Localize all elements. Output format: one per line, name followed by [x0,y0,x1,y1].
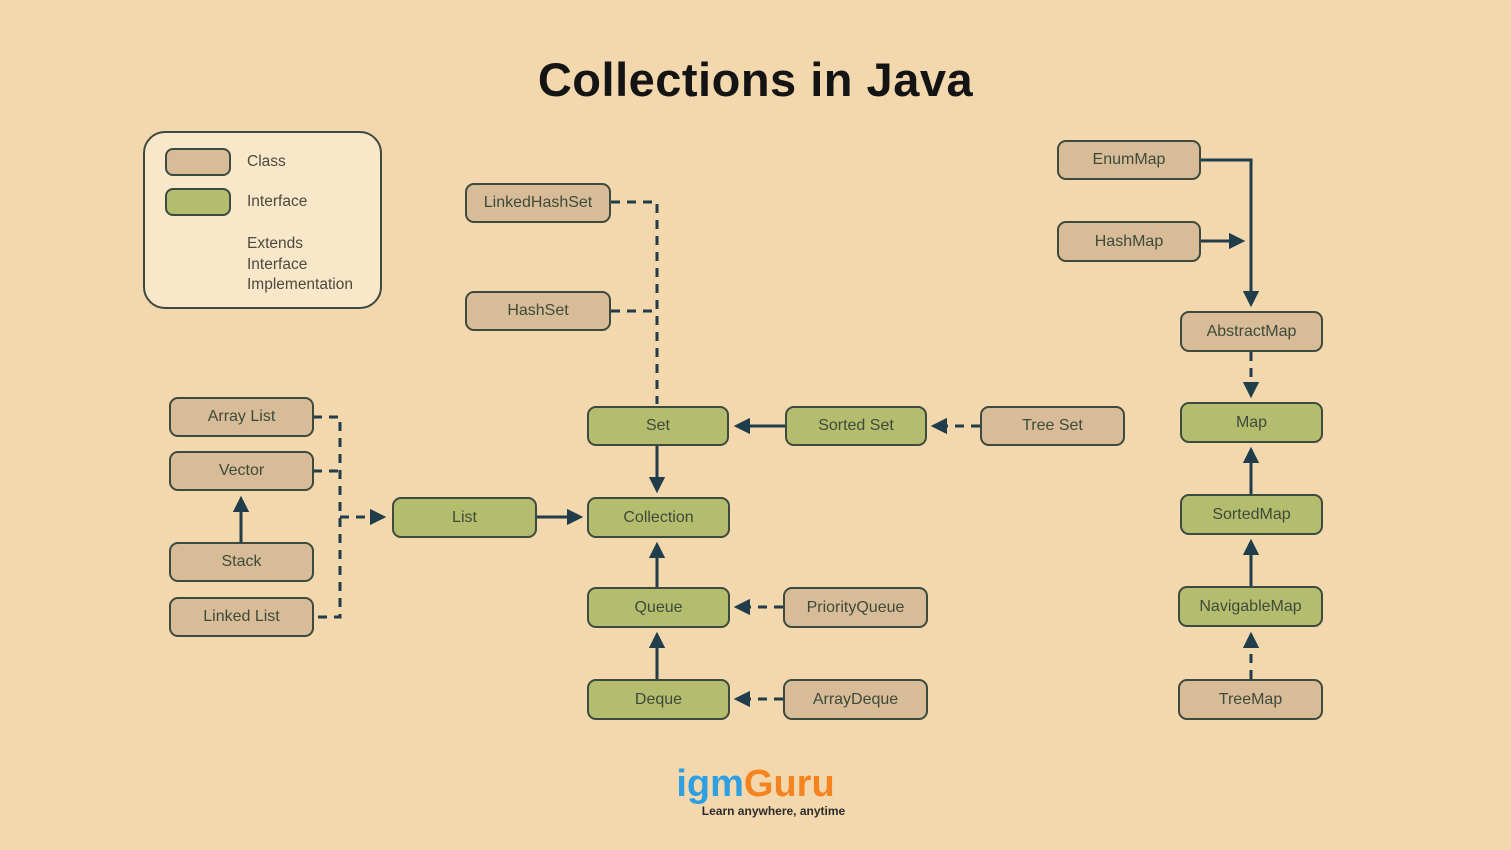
legend-implementation-label: Interface Implementation [247,256,353,294]
node-linkedlist: Linked List [169,597,314,637]
node-navigablemap: NavigableMap [1178,586,1323,627]
logo-tagline: Learn anywhere, anytime [701,804,846,818]
node-linkedhashset: LinkedHashSet [465,183,611,223]
legend-interface-swatch [165,188,231,216]
node-treeset: Tree Set [980,406,1125,446]
node-treemap: TreeMap [1178,679,1323,720]
dashed-linkedhashset-hashset-to-set [611,200,659,404]
node-arraylist: Array List [169,397,314,437]
legend-implementation-arrow-space [165,260,231,290]
legend-class-swatch [165,148,231,176]
node-collection: Collection [587,497,730,538]
node-hashset: HashSet [465,291,611,331]
node-map: Map [1180,402,1323,443]
node-set: Set [587,406,729,446]
node-arraydeque: ArrayDeque [783,679,928,720]
page-title: Collections in Java [537,53,974,106]
node-priorityqueue: PriorityQueue [783,587,928,628]
logo-igm-text: igm [676,763,744,805]
node-sortedmap: SortedMap [1180,494,1323,535]
node-queue: Queue [587,587,730,628]
node-deque: Deque [587,679,730,720]
dashed-left-tree [313,415,342,619]
legend-box: Class Interface Extends Interface Implem… [143,131,382,309]
igmguru-logo: igmGuru Learn anywhere, anytime [0,763,1511,818]
node-sortedset: Sorted Set [785,406,927,446]
node-vector: Vector [169,451,314,491]
node-list: List [392,497,537,538]
legend-extends-label: Extends [247,235,304,252]
logo-guru-text: Guru [743,763,835,805]
node-hashmap: HashMap [1057,221,1201,262]
legend-class-label: Class [247,153,286,170]
node-stack: Stack [169,542,314,582]
node-enummap: EnumMap [1057,140,1201,180]
legend-interface-label: Interface [247,193,308,210]
node-abstractmap: AbstractMap [1180,311,1323,352]
arrow-enummap-to-abstractmap [1201,158,1260,308]
